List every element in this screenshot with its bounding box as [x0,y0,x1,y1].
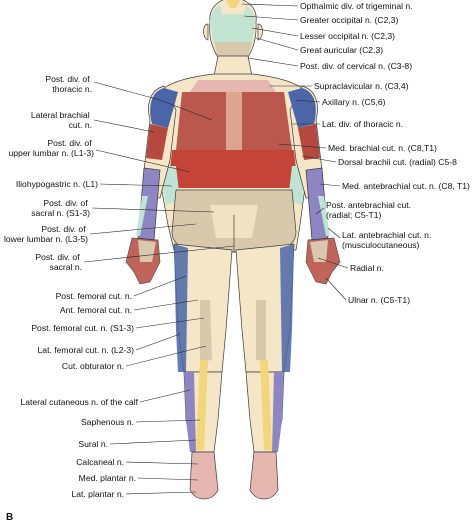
left-leg [173,243,233,500]
neck [213,55,253,77]
left-calf-yellow [196,360,208,450]
label-cut-obturator: Cut. obturator n. [62,361,124,371]
label-line: thoracic n. [52,84,92,94]
labels-right: Opthalmic div. of trigeminal n. Greater … [300,1,470,305]
label-post-div-cervical: Post. div. of cervical n. (C3-8) [300,61,412,71]
label-line: Post. div. of [43,198,88,208]
label-supraclavicular: Supraclavicular n. (C3,4) [314,81,409,91]
label-lat-antebrachial-cut: Lat. antebrachial cut. n. (musculocutane… [342,230,434,250]
label-line: sacral n. (S1-3) [31,208,90,218]
label-lateral-brachial-cut: Lateral brachial cut. n. [31,110,92,130]
head [203,0,263,61]
right-axillary-blue [288,88,316,128]
ear-right [257,23,263,41]
label-line: upper lumbar n. (L1-3) [8,148,94,158]
label-sural: Sural n. [78,439,108,449]
panel-label: B [6,512,13,523]
label-axillary: Axillary n. (C5,6) [322,97,386,107]
label-line: sacral n. [50,262,82,272]
label-post-femoral-cut: Post. femoral cut. n. [56,291,132,301]
right-calf-purple [272,372,284,452]
label-line: (radial; C5-T1) [326,210,382,220]
left-hand-tan [138,240,156,262]
left-calf-purple [184,372,196,452]
label-med-plantar: Med. plantar n. [79,473,136,483]
head-trigeminal-yellow [226,0,240,8]
label-dorsal-brachii-cut: Dorsal brachii cut. (radial) C5-8 [338,157,457,167]
label-line: Post. antebrachial cut. [326,200,411,210]
label-line: Post. div. of [45,74,90,84]
label-lat-plantar: Lat. plantar n. [71,489,124,499]
label-great-auricular: Great auricular (C2,3) [300,45,383,55]
label-line: Lateral brachial [31,110,90,120]
region-lower-back-red [168,150,298,188]
label-post-div-thoracic: Post. div. of thoracic n. [45,74,92,94]
label-line: (musculocutaneous) [342,240,420,250]
right-arm-red [298,124,320,160]
right-forearm-mint [318,196,330,236]
label-line: Post. div. of [41,224,86,234]
label-opthalmic-trigeminal: Opthalmic div. of trigeminal n. [300,1,413,11]
labels-left: Post. div. of thoracic n. Lateral brachi… [4,74,139,499]
label-post-div-sacral-s1-3: Post. div. of sacral n. (S1-3) [31,198,90,218]
label-ulnar: Ulnar n. (C5-T1) [348,295,410,305]
label-post-femoral-cut-s1-3: Post. femoral cut. n. (S1-3) [31,323,134,333]
label-radial: Radial n. [350,263,384,273]
left-thigh-tan [200,300,212,362]
left-arm-red [146,124,168,160]
label-line: Iliohypogastric n. (L1) [16,179,98,189]
left-axillary-blue [150,88,178,128]
left-thigh-blue [174,244,188,372]
label-post-div-lower-lumbar: Post. div. of lower lumbar n. (L3-5) [4,224,88,244]
label-post-div-upper-lumbar: Post. div. of upper lumbar n. (L1-3) [8,138,94,158]
right-leg [235,243,295,500]
right-thigh-blue [280,244,294,372]
label-lat-femoral-cut: Lat. femoral cut. n. (L2-3) [38,345,135,355]
region-cervical-pink [190,80,276,92]
body-figure [125,0,341,500]
right-thigh-tan [256,300,266,362]
label-line: Lat. antebrachial cut. n. [342,230,431,240]
label-med-brachial-cut: Med. brachial cut. n. (C8,T1) [328,143,437,153]
label-ant-femoral-cut: Ant. femoral cut. n. [60,305,132,315]
label-calcaneal: Calcaneal n. [76,457,124,467]
right-foot [249,451,279,500]
label-saphenous: Saphenous n. [81,417,134,427]
head-cervical-tan [214,42,252,58]
label-greater-occipital: Greater occipital n. (C2,3) [300,15,399,25]
label-line: lower lumbar n. (L3-5) [4,234,88,244]
label-line: cut. n. [69,120,92,130]
label-post-div-sacral: Post. div. of sacral n. [35,252,82,272]
label-line: Post. div. of [35,252,80,262]
ear-left [203,23,209,41]
label-lateral-cutaneous-calf: Lateral cutaneous n. of the calf [20,397,138,407]
label-post-antebrachial-cut: Post. antebrachial cut. (radial; C5-T1) [326,200,413,220]
right-calf-yellow [260,360,272,450]
leader-lines [83,3,349,495]
right-arm [288,85,341,285]
label-lat-div-thoracic: Lat. div. of thoracic n. [322,119,403,129]
label-lesser-occipital: Lesser occipital n. (C2,3) [300,31,395,41]
left-arm [125,85,178,285]
label-line: Post. div. of [47,138,92,148]
label-med-antebrachial-cut: Med. antebrachial cut. n. (C8, T1) [342,181,470,191]
left-forearm-mint [136,196,148,236]
label-iliohypogastric: Iliohypogastric n. (L1) [16,179,98,189]
right-hand-tan [310,240,328,262]
